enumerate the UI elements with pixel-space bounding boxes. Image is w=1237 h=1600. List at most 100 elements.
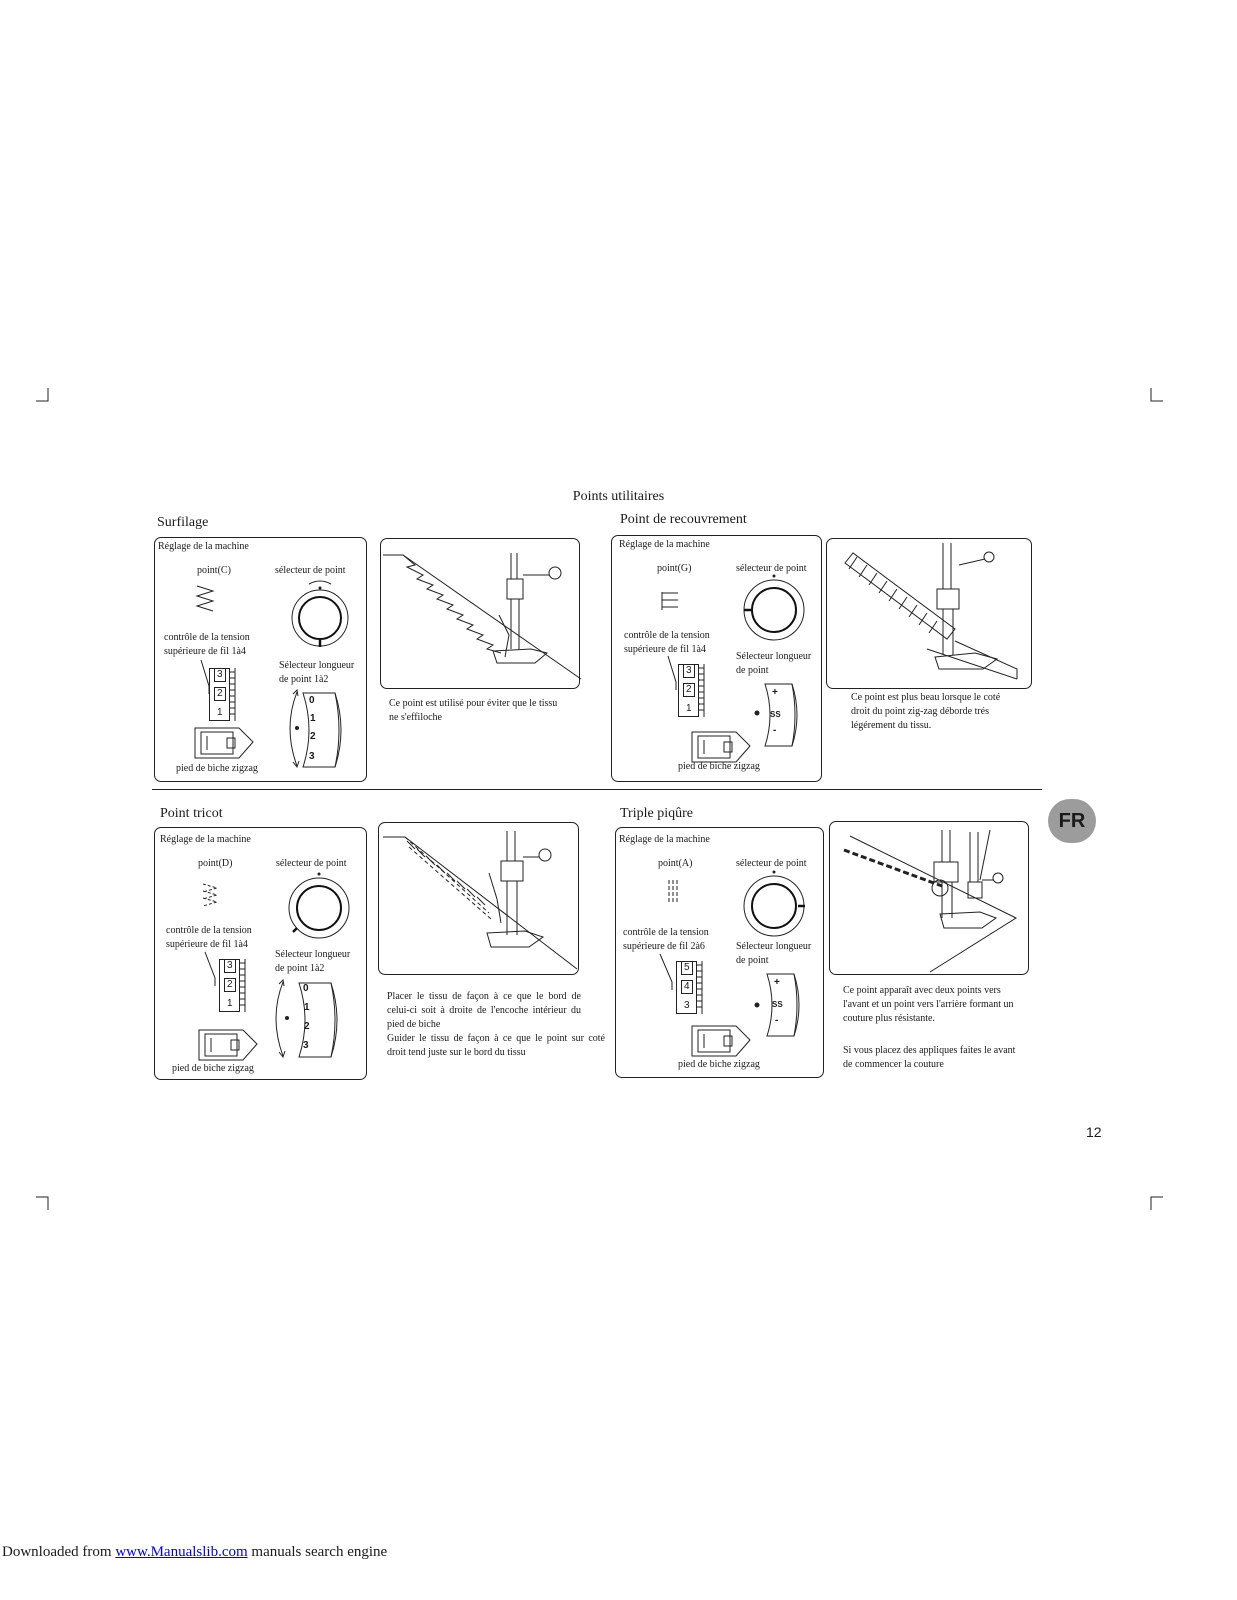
tension-value: 2: [214, 687, 226, 701]
stitch-pattern-overlock-icon: [661, 592, 678, 610]
footer: Downloaded from www.Manualslib.com manua…: [2, 1544, 387, 1561]
crop-mark-top-left: [36, 388, 49, 402]
stitch-selector-dial-icon: [288, 872, 350, 939]
selector-label: sélecteur de point: [736, 858, 807, 869]
stitch-selector-dial-icon: [291, 580, 349, 647]
illustration-box-tricot: [378, 822, 579, 975]
stitch-label: point(D): [198, 858, 233, 869]
selector-label: sélecteur de point: [275, 565, 346, 576]
stitch-label: point(C): [197, 565, 231, 576]
settings-box-surfilage: Réglage de la machine point(C) sélecteur…: [154, 537, 367, 782]
footer-link[interactable]: www.Manualslib.com: [115, 1544, 248, 1560]
crop-mark-top-right: [1150, 388, 1163, 402]
length-value: +: [772, 687, 778, 698]
sewing-overlock-illustration-icon: [844, 543, 1018, 680]
stitch-pattern-zigzag-icon: [195, 585, 215, 612]
length-value: 2: [310, 731, 316, 742]
length-value: SS: [772, 1000, 783, 1009]
tension-value: 3: [214, 668, 226, 682]
foot-label: pied de biche zigzag: [172, 1063, 254, 1074]
section-title-recouvrement: Point de recouvrement: [620, 512, 747, 527]
section-title-triple: Triple piqûre: [620, 806, 693, 821]
tension-scale: 3 2 1: [678, 664, 705, 718]
length-value: 1: [304, 1002, 310, 1013]
tension-pointer-icon: [200, 659, 210, 694]
foot-label: pied de biche zigzag: [176, 763, 258, 774]
length-dial: + SS -: [762, 680, 802, 750]
stitch-selector-dial-icon: [743, 870, 805, 937]
page-number: 12: [1086, 1124, 1102, 1140]
settings-label: Réglage de la machine: [619, 539, 710, 550]
stitch-label: point(G): [657, 563, 692, 574]
dial-marker-dot-icon: [754, 710, 760, 716]
tension-pointer-icon: [659, 953, 673, 990]
section-title-tricot: Point tricot: [160, 806, 223, 821]
foot-label: pied de biche zigzag: [678, 761, 760, 772]
settings-box-tricot: Réglage de la machine point(D) sélecteur…: [154, 827, 367, 1080]
settings-box-triple: Réglage de la machine point(A) sélecteur…: [615, 827, 824, 1078]
sewing-tricot-illustration-icon: [383, 831, 578, 970]
settings-label: Réglage de la machine: [158, 541, 249, 552]
description-triple-line-2: Si vous placez des appliques faites le a…: [843, 1045, 1016, 1070]
tension-value: 3: [684, 1000, 690, 1011]
length-value: 1: [310, 713, 316, 724]
zigzag-presser-foot-icon: [691, 731, 751, 763]
description-surfilage: Ce point est utilisé pour éviter que le …: [389, 698, 558, 723]
length-value: -: [775, 1015, 779, 1026]
tension-value: 1: [217, 707, 223, 718]
tension-value: 1: [227, 998, 233, 1009]
crop-mark-bottom-left: [36, 1196, 49, 1210]
description-tricot: Placer le tissu de façon à ce que le bor…: [387, 990, 605, 1060]
length-dial: 0 1 2 3: [297, 980, 345, 1060]
tension-value: 3: [683, 664, 695, 678]
illustration-box-recouvrement: [826, 538, 1032, 689]
zigzag-presser-foot-icon: [691, 1025, 751, 1057]
stitch-label: point(A): [658, 858, 693, 869]
zigzag-presser-foot-icon: [194, 727, 254, 759]
settings-label: Réglage de la machine: [619, 834, 710, 845]
settings-label: Réglage de la machine: [160, 834, 251, 845]
length-dial-drum-icon: [766, 973, 800, 1037]
tension-scale: 3 2 1: [219, 959, 246, 1013]
zigzag-presser-foot-icon: [198, 1029, 258, 1061]
length-value: +: [774, 977, 780, 988]
length-dial-drum-icon: [764, 683, 798, 747]
tension-scale: 3 2 1: [209, 668, 236, 722]
sewing-triple-illustration-icon: [843, 829, 1018, 973]
tension-value: 3: [224, 959, 236, 973]
description-recouvrement: Ce point est plus beau lorsque le coté d…: [851, 692, 1001, 731]
settings-box-recouvrement: Réglage de la machine point(G) sélecteur…: [611, 535, 822, 782]
description-tricot-line-2: Guider le tissu de façon à ce que le poi…: [387, 1033, 605, 1058]
language-badge: FR: [1048, 799, 1096, 843]
description-triple: Ce point apparaît avec deux points vers …: [843, 984, 1023, 1072]
length-value: -: [773, 725, 777, 736]
tension-value: 2: [224, 978, 236, 992]
length-dial-drum-icon: [298, 982, 338, 1058]
crop-mark-bottom-right: [1150, 1196, 1163, 1210]
tension-value: 5: [681, 961, 693, 975]
illustration-box-surfilage: [380, 538, 582, 689]
description-triple-line-1: Ce point apparaît avec deux points vers …: [843, 985, 1014, 1024]
selector-label: sélecteur de point: [276, 858, 347, 869]
tension-value: 1: [686, 703, 692, 714]
footer-prefix: Downloaded from: [2, 1544, 116, 1560]
tension-pointer-icon: [204, 951, 216, 986]
tension-value: 4: [681, 980, 693, 994]
stitch-pattern-triple-icon: [668, 880, 678, 902]
dial-marker-dot-icon: [754, 1002, 760, 1008]
length-value: 0: [309, 695, 315, 706]
footer-suffix: manuals search engine: [247, 1544, 388, 1560]
length-dial: 0 1 2 3: [301, 690, 349, 770]
description-tricot-line-1: Placer le tissu de façon à ce que le bor…: [387, 991, 581, 1030]
stitch-selector-dial-icon: [743, 574, 805, 641]
tension-value: 2: [683, 683, 695, 697]
length-value: 3: [303, 1040, 309, 1051]
